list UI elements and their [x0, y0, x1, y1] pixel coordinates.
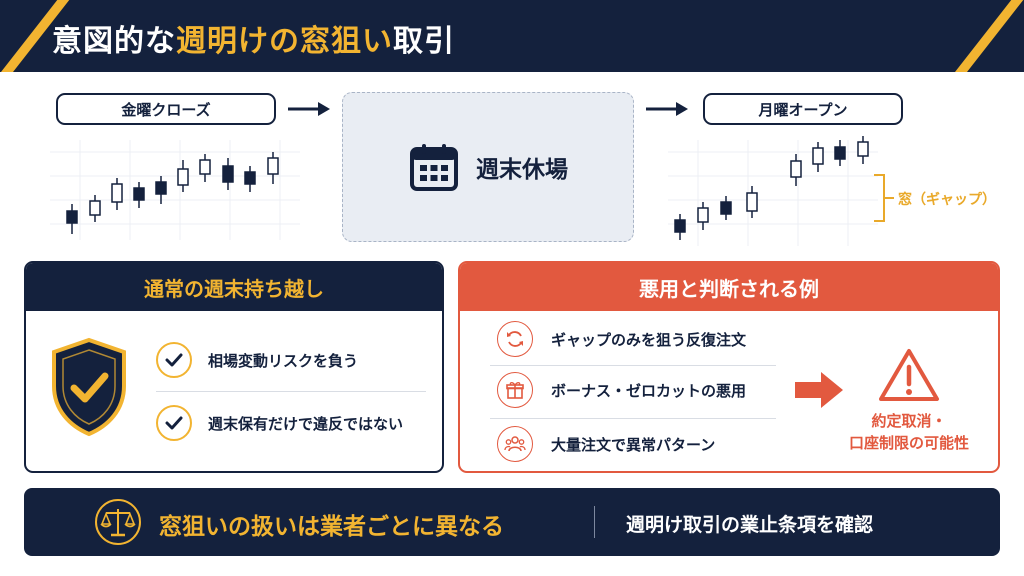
monday-open-pill: 月曜オープン: [703, 93, 903, 125]
abuse-example-title: 悪用と判断される例: [460, 263, 998, 311]
footer-main-text: 窓狙いの扱いは業者ごとに異なる: [159, 514, 504, 540]
weekend-closed-box: 週末休場: [342, 92, 634, 242]
header-stripe-right: [940, 0, 1024, 72]
title-prefix: 意図的な: [52, 24, 176, 59]
check-item-label: 相場変動リスクを負う: [208, 351, 359, 370]
warning-icon: [879, 349, 939, 401]
gap-label: 窓（ギャップ）: [898, 192, 996, 208]
arrow-right-icon: [646, 102, 688, 116]
check-item-label: 週末保有だけで違反ではない: [208, 414, 404, 433]
people-icon: [497, 426, 533, 462]
result-line-1: 約定取消・: [871, 412, 947, 430]
abuse-item-label: ギャップのみを狙う反復注文: [551, 330, 747, 349]
gift-icon: [497, 372, 533, 408]
divider: [490, 418, 776, 419]
title-suffix: 取引: [393, 24, 455, 59]
check-item-not-violation: 週末保有だけで違反ではない: [156, 405, 403, 441]
abuse-item-label: 大量注文で異常パターン: [551, 435, 716, 454]
abuse-result-text: 約定取消・ 口座制限の可能性: [834, 410, 984, 454]
check-icon: [156, 405, 192, 441]
check-item-risk: 相場変動リスクを負う: [156, 342, 358, 378]
arrow-right-icon: [288, 102, 330, 116]
header-bar: 意図的な週明けの窓狙い取引: [0, 0, 1024, 72]
footer-sub-text: 週明け取引の業止条項を確認: [626, 514, 874, 536]
divider: [490, 365, 776, 366]
footer-bar: 窓狙いの扱いは業者ごとに異なる 週明け取引の業止条項を確認: [24, 488, 1000, 556]
refresh-icon: [497, 321, 533, 357]
arrow-right-icon: [795, 372, 843, 408]
divider: [156, 391, 426, 392]
normal-weekend-title: 通常の週末持ち越し: [26, 263, 442, 311]
page-title: 意図的な週明けの窓狙い取引: [52, 16, 455, 60]
gap-bracket: [874, 174, 894, 222]
scale-icon: [95, 499, 141, 545]
footer-separator: [594, 506, 595, 538]
abuse-item-bonus: ボーナス・ゼロカットの悪用: [497, 372, 746, 408]
weekend-closed-label: 週末休場: [476, 157, 568, 183]
friday-close-pill: 金曜クローズ: [56, 93, 276, 125]
title-accent: 週明けの窓狙い: [176, 24, 393, 59]
monday-candlestick-chart: [668, 136, 878, 246]
abuse-item-bulk-orders: 大量注文で異常パターン: [497, 426, 715, 462]
calendar-icon: [410, 144, 458, 191]
shield-check-icon: [52, 337, 126, 437]
check-icon: [156, 342, 192, 378]
result-line-2: 口座制限の可能性: [848, 434, 969, 452]
abuse-item-label: ボーナス・ゼロカットの悪用: [551, 381, 747, 400]
friday-candlestick-chart: [50, 140, 300, 240]
abuse-item-gap-orders: ギャップのみを狙う反復注文: [497, 321, 746, 357]
